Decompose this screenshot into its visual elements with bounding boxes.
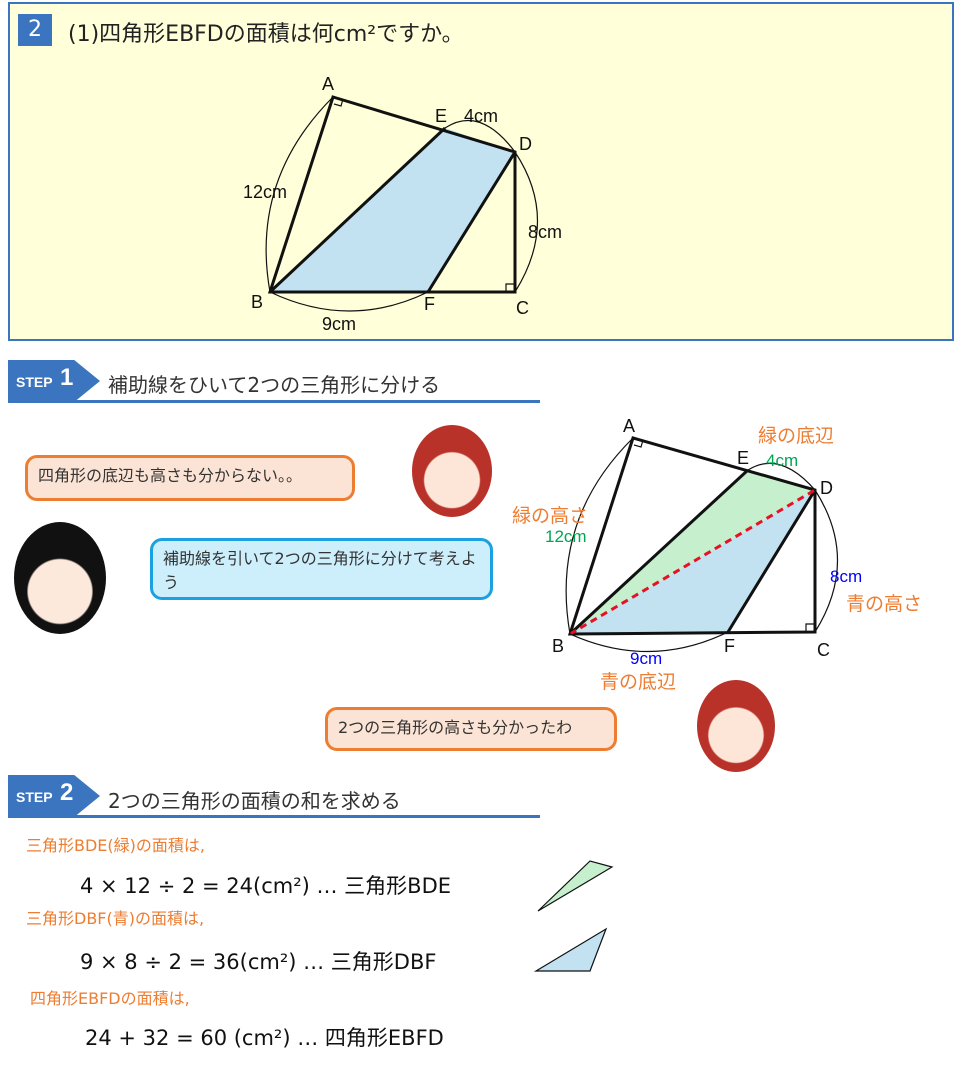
divided-diagram: A E D C F B 緑の底辺 緑の高さ 青の高さ 青の底辺 4cm 12cm 8c…: [512, 416, 922, 693]
vertex-label: A: [322, 74, 334, 94]
calc-label: 三角形DBF(青)の面積は,: [26, 909, 205, 928]
green-triangle-icon: [537, 860, 614, 912]
calc-line: 4 × 12 ÷ 2 = 24(cm²) … 三角形BDE: [80, 874, 452, 898]
calc-label: 三角形BDE(緑)の面積は,: [26, 836, 205, 855]
length-label: 4cm: [766, 451, 798, 470]
vertex-label: B: [251, 292, 263, 312]
divider: [8, 815, 540, 818]
length-label: 12cm: [545, 527, 587, 546]
step2-title: 2つの三角形の面積の和を求める: [108, 789, 401, 813]
green-triangle: [570, 470, 815, 634]
question-text: (1)四角形EBFDの面積は何cm²ですか。: [68, 22, 464, 47]
vertex-label: C: [516, 298, 529, 318]
green-base-label: 緑の底辺: [758, 425, 834, 447]
length-label: 8cm: [528, 222, 562, 242]
blue-height-label: 青の高さ: [846, 593, 922, 615]
divider: [8, 400, 540, 403]
length-label: 4cm: [464, 106, 498, 126]
vertex-label: E: [435, 106, 447, 126]
length-label: 9cm: [630, 649, 662, 668]
vertex-label: B: [552, 636, 564, 656]
speech-bubble-girl: 四角形の底辺も高さも分からない。。: [25, 455, 355, 501]
speech-bubble-boy: 補助線を引いて2つの三角形に分けて考えよう: [150, 538, 493, 600]
girl-avatar: [412, 425, 492, 517]
length-label: 12cm: [243, 182, 287, 202]
vertex-label: D: [820, 478, 833, 498]
vertex-label: E: [737, 448, 749, 468]
triangle-icons: [533, 860, 614, 972]
calc-line: 24 + 32 = 60 (cm²) … 四角形EBFD: [85, 1026, 444, 1050]
calc-line: 9 × 8 ÷ 2 = 36(cm²) … 三角形DBF: [80, 950, 437, 974]
girl-avatar-2: [697, 680, 775, 772]
shaded-region: [270, 128, 515, 292]
step1-title: 補助線をひいて2つの三角形に分ける: [108, 373, 441, 397]
question-number: 2: [18, 14, 52, 46]
blue-triangle-icon: [533, 927, 608, 972]
length-label: 9cm: [322, 314, 356, 334]
vertex-label: C: [817, 640, 830, 660]
boy-avatar: [14, 522, 106, 634]
blue-triangle: [570, 490, 815, 634]
vertex-label: F: [424, 294, 435, 314]
quadrilateral-diagram: A E D C F B 12cm 4cm 8cm 9cm: [243, 74, 562, 334]
calc-label: 四角形EBFDの面積は,: [30, 989, 190, 1008]
length-label: 8cm: [830, 567, 862, 586]
vertex-label: D: [519, 134, 532, 154]
green-height-label: 緑の高さ: [512, 505, 588, 527]
vertex-label: A: [623, 416, 635, 436]
speech-bubble-girl-2: 2つの三角形の高さも分かったわ: [325, 707, 617, 751]
vertex-label: F: [724, 636, 735, 656]
blue-base-label: 青の底辺: [600, 671, 676, 693]
